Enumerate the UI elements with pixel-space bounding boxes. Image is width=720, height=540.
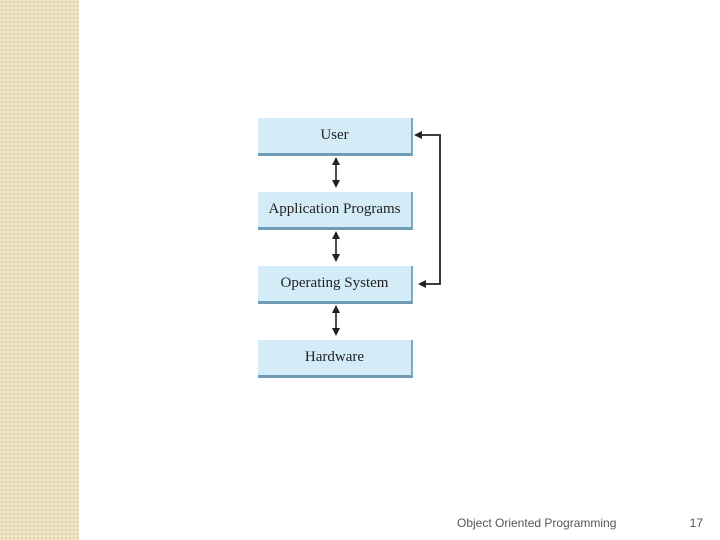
layer-label-hardware: Hardware: [304, 349, 365, 365]
bypass-arrow-user-os: [414, 131, 441, 288]
decorative-side-band: [0, 0, 79, 540]
layer-label-operating-system: Operating System: [280, 275, 389, 291]
footer-course-title: Object Oriented Programming: [457, 516, 617, 530]
layer-box-hardware: Hardware: [258, 340, 413, 378]
layer-label-application-programs: Application Programs: [268, 201, 401, 217]
slide-number: 17: [689, 516, 703, 530]
layer-label-user: User: [320, 127, 349, 143]
layer-box-operating-system: Operating System: [258, 266, 413, 304]
layer-box-user: User: [258, 118, 413, 156]
layer-box-application-programs: Application Programs: [258, 192, 413, 230]
